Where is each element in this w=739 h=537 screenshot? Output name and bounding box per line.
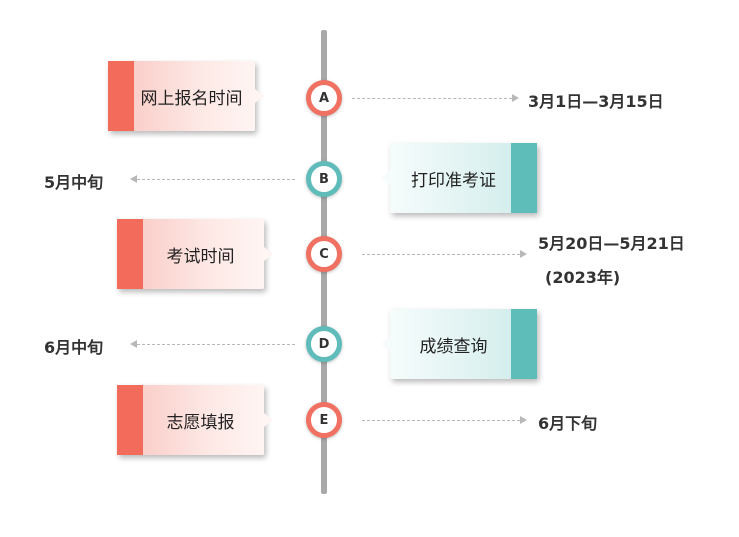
step-b-date: 5月中旬 — [44, 173, 104, 192]
step-c-date-line2: (2023年) — [545, 268, 621, 287]
step-c-pointer — [264, 247, 273, 261]
step-b-pointer — [381, 171, 390, 185]
step-c-connector — [362, 254, 520, 255]
step-c-node: C — [306, 236, 342, 272]
step-d-card: 成绩查询 — [381, 309, 537, 379]
step-d-connector — [137, 344, 295, 345]
step-d-accent-bar — [511, 309, 537, 379]
step-a-label: 网上报名时间 — [140, 88, 243, 109]
step-b-label: 打印准考证 — [411, 170, 496, 191]
step-d-label: 成绩查询 — [419, 336, 488, 357]
step-a-node: A — [306, 80, 342, 116]
step-e-connector — [362, 420, 520, 421]
step-b-connector — [137, 179, 295, 180]
step-d-arrow-icon — [130, 340, 137, 348]
step-c-accent-bar — [117, 219, 143, 289]
step-e-pointer — [264, 413, 273, 427]
step-b-node: B — [306, 161, 342, 197]
step-a-connector — [352, 98, 512, 99]
step-e-node: E — [306, 402, 342, 438]
step-a-arrow-icon — [512, 94, 519, 102]
step-d-date: 6月中旬 — [44, 338, 104, 357]
step-d-node: D — [306, 326, 342, 362]
step-e-date: 6月下旬 — [538, 414, 598, 433]
step-c-date-line1: 5月20日—5月21日 — [538, 234, 685, 253]
step-a-accent-bar — [108, 61, 134, 131]
step-e-label: 志愿填报 — [166, 412, 235, 433]
step-d-pointer — [381, 337, 390, 351]
step-a-card: 网上报名时间 — [108, 61, 264, 131]
step-c-label: 考试时间 — [166, 246, 235, 267]
step-a-pointer — [255, 89, 264, 103]
step-e-accent-bar — [117, 385, 143, 455]
step-a-date: 3月1日—3月15日 — [528, 92, 664, 111]
step-c-card: 考试时间 — [117, 219, 273, 289]
step-c-arrow-icon — [520, 250, 527, 258]
step-b-arrow-icon — [130, 175, 137, 183]
step-b-accent-bar — [511, 143, 537, 213]
step-e-arrow-icon — [520, 416, 527, 424]
step-b-card: 打印准考证 — [381, 143, 537, 213]
step-e-card: 志愿填报 — [117, 385, 273, 455]
